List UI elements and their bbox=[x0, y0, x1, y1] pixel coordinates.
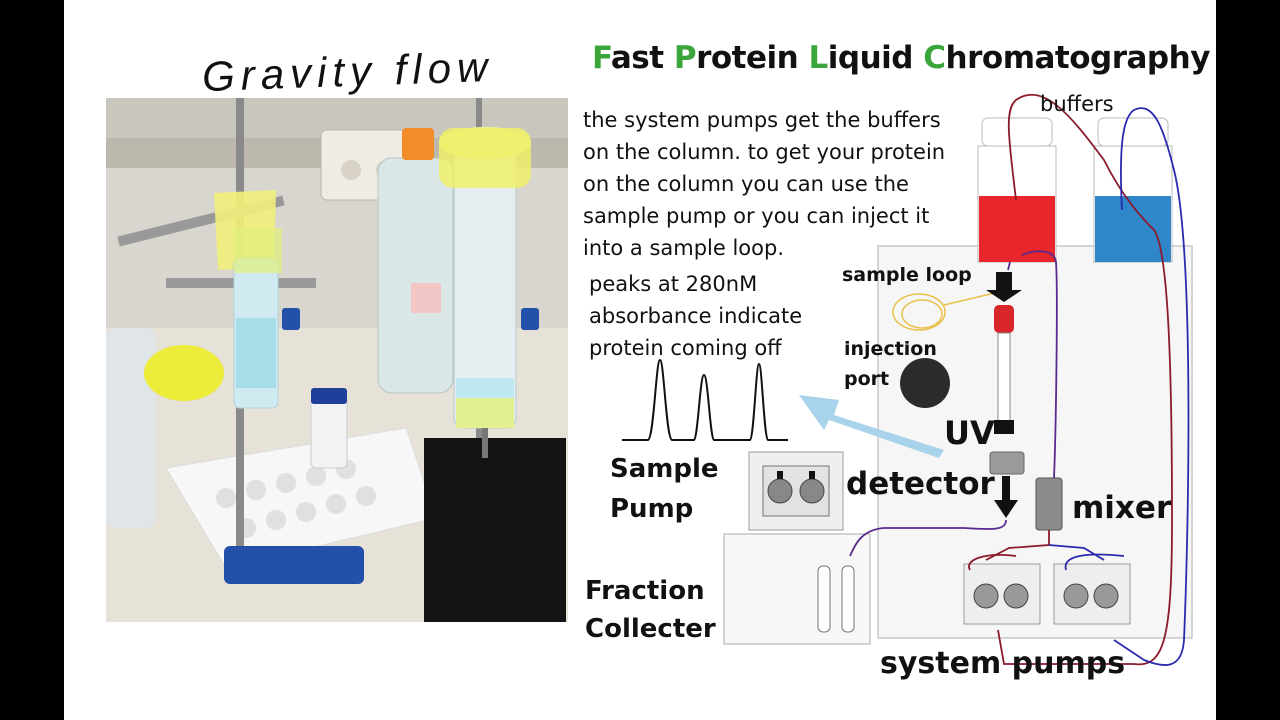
label-sample-loop: sample loop bbox=[842, 264, 972, 286]
buffer-bottle-blue bbox=[1093, 117, 1173, 263]
label-injection-port-line1: injection bbox=[844, 338, 937, 360]
fraction-collector bbox=[723, 533, 871, 645]
peaks-note-line: peaks at 280nM bbox=[589, 272, 758, 296]
peaks-note-line: absorbance indicate bbox=[589, 304, 803, 328]
gravity-flow-photo bbox=[106, 98, 568, 622]
title-part: P bbox=[673, 40, 697, 76]
description-text: the system pumps get the buffers on the … bbox=[583, 104, 973, 264]
label-detector: detector bbox=[846, 466, 995, 502]
title-part: L bbox=[808, 40, 829, 76]
description-line: sample pump or you can inject it bbox=[583, 204, 930, 228]
tubing-lines bbox=[849, 93, 1190, 666]
label-injection-port-line2: port bbox=[844, 368, 890, 390]
sample-pump bbox=[748, 451, 844, 531]
column bbox=[986, 272, 1022, 434]
peaks-note: peaks at 280nM absorbance indicate prote… bbox=[589, 268, 829, 364]
uv-detector-box bbox=[989, 451, 1025, 475]
label-buffers: buffers bbox=[1040, 92, 1114, 116]
slide: Gravity flow bbox=[64, 0, 1216, 720]
detector-to-peaks-arrow bbox=[799, 395, 944, 458]
detector-down-arrow bbox=[994, 476, 1018, 518]
label-sample-pump-line1: Sample bbox=[610, 454, 719, 484]
peaks-note-line: protein coming off bbox=[589, 336, 782, 360]
title-part: hromatography bbox=[945, 40, 1211, 76]
page-title: Fast Protein Liquid Chromatography bbox=[592, 40, 1216, 76]
chromatogram-peaks bbox=[622, 358, 788, 441]
title-part: iquid bbox=[827, 40, 924, 76]
description-line: on the column. to get your protein bbox=[583, 140, 946, 164]
label-system-pumps: system pumps bbox=[880, 646, 1126, 681]
description-line: into a sample loop. bbox=[583, 236, 785, 260]
mixer-box bbox=[1035, 477, 1063, 531]
buffer-bottle-red bbox=[977, 117, 1057, 263]
description-line: the system pumps get the buffers bbox=[583, 108, 941, 132]
fplc-diagram bbox=[622, 93, 1193, 666]
label-mixer: mixer bbox=[1072, 490, 1172, 526]
label-uv: UV bbox=[944, 414, 995, 452]
system-pump-left bbox=[963, 563, 1041, 625]
title-part: F bbox=[592, 40, 611, 76]
title-part: rotein bbox=[696, 40, 809, 76]
system-pump-right bbox=[1053, 563, 1131, 625]
title-part: ast bbox=[610, 40, 674, 76]
label-sample-pump-line2: Pump bbox=[610, 494, 694, 524]
label-fraction-line1: Fraction bbox=[585, 576, 705, 606]
label-fraction-line2: Collecter bbox=[585, 614, 716, 644]
injection-port-knob bbox=[900, 358, 950, 408]
title-part: C bbox=[923, 40, 946, 76]
description-line: on the column you can use the bbox=[583, 172, 909, 196]
sample-loop-coil bbox=[892, 291, 1000, 331]
